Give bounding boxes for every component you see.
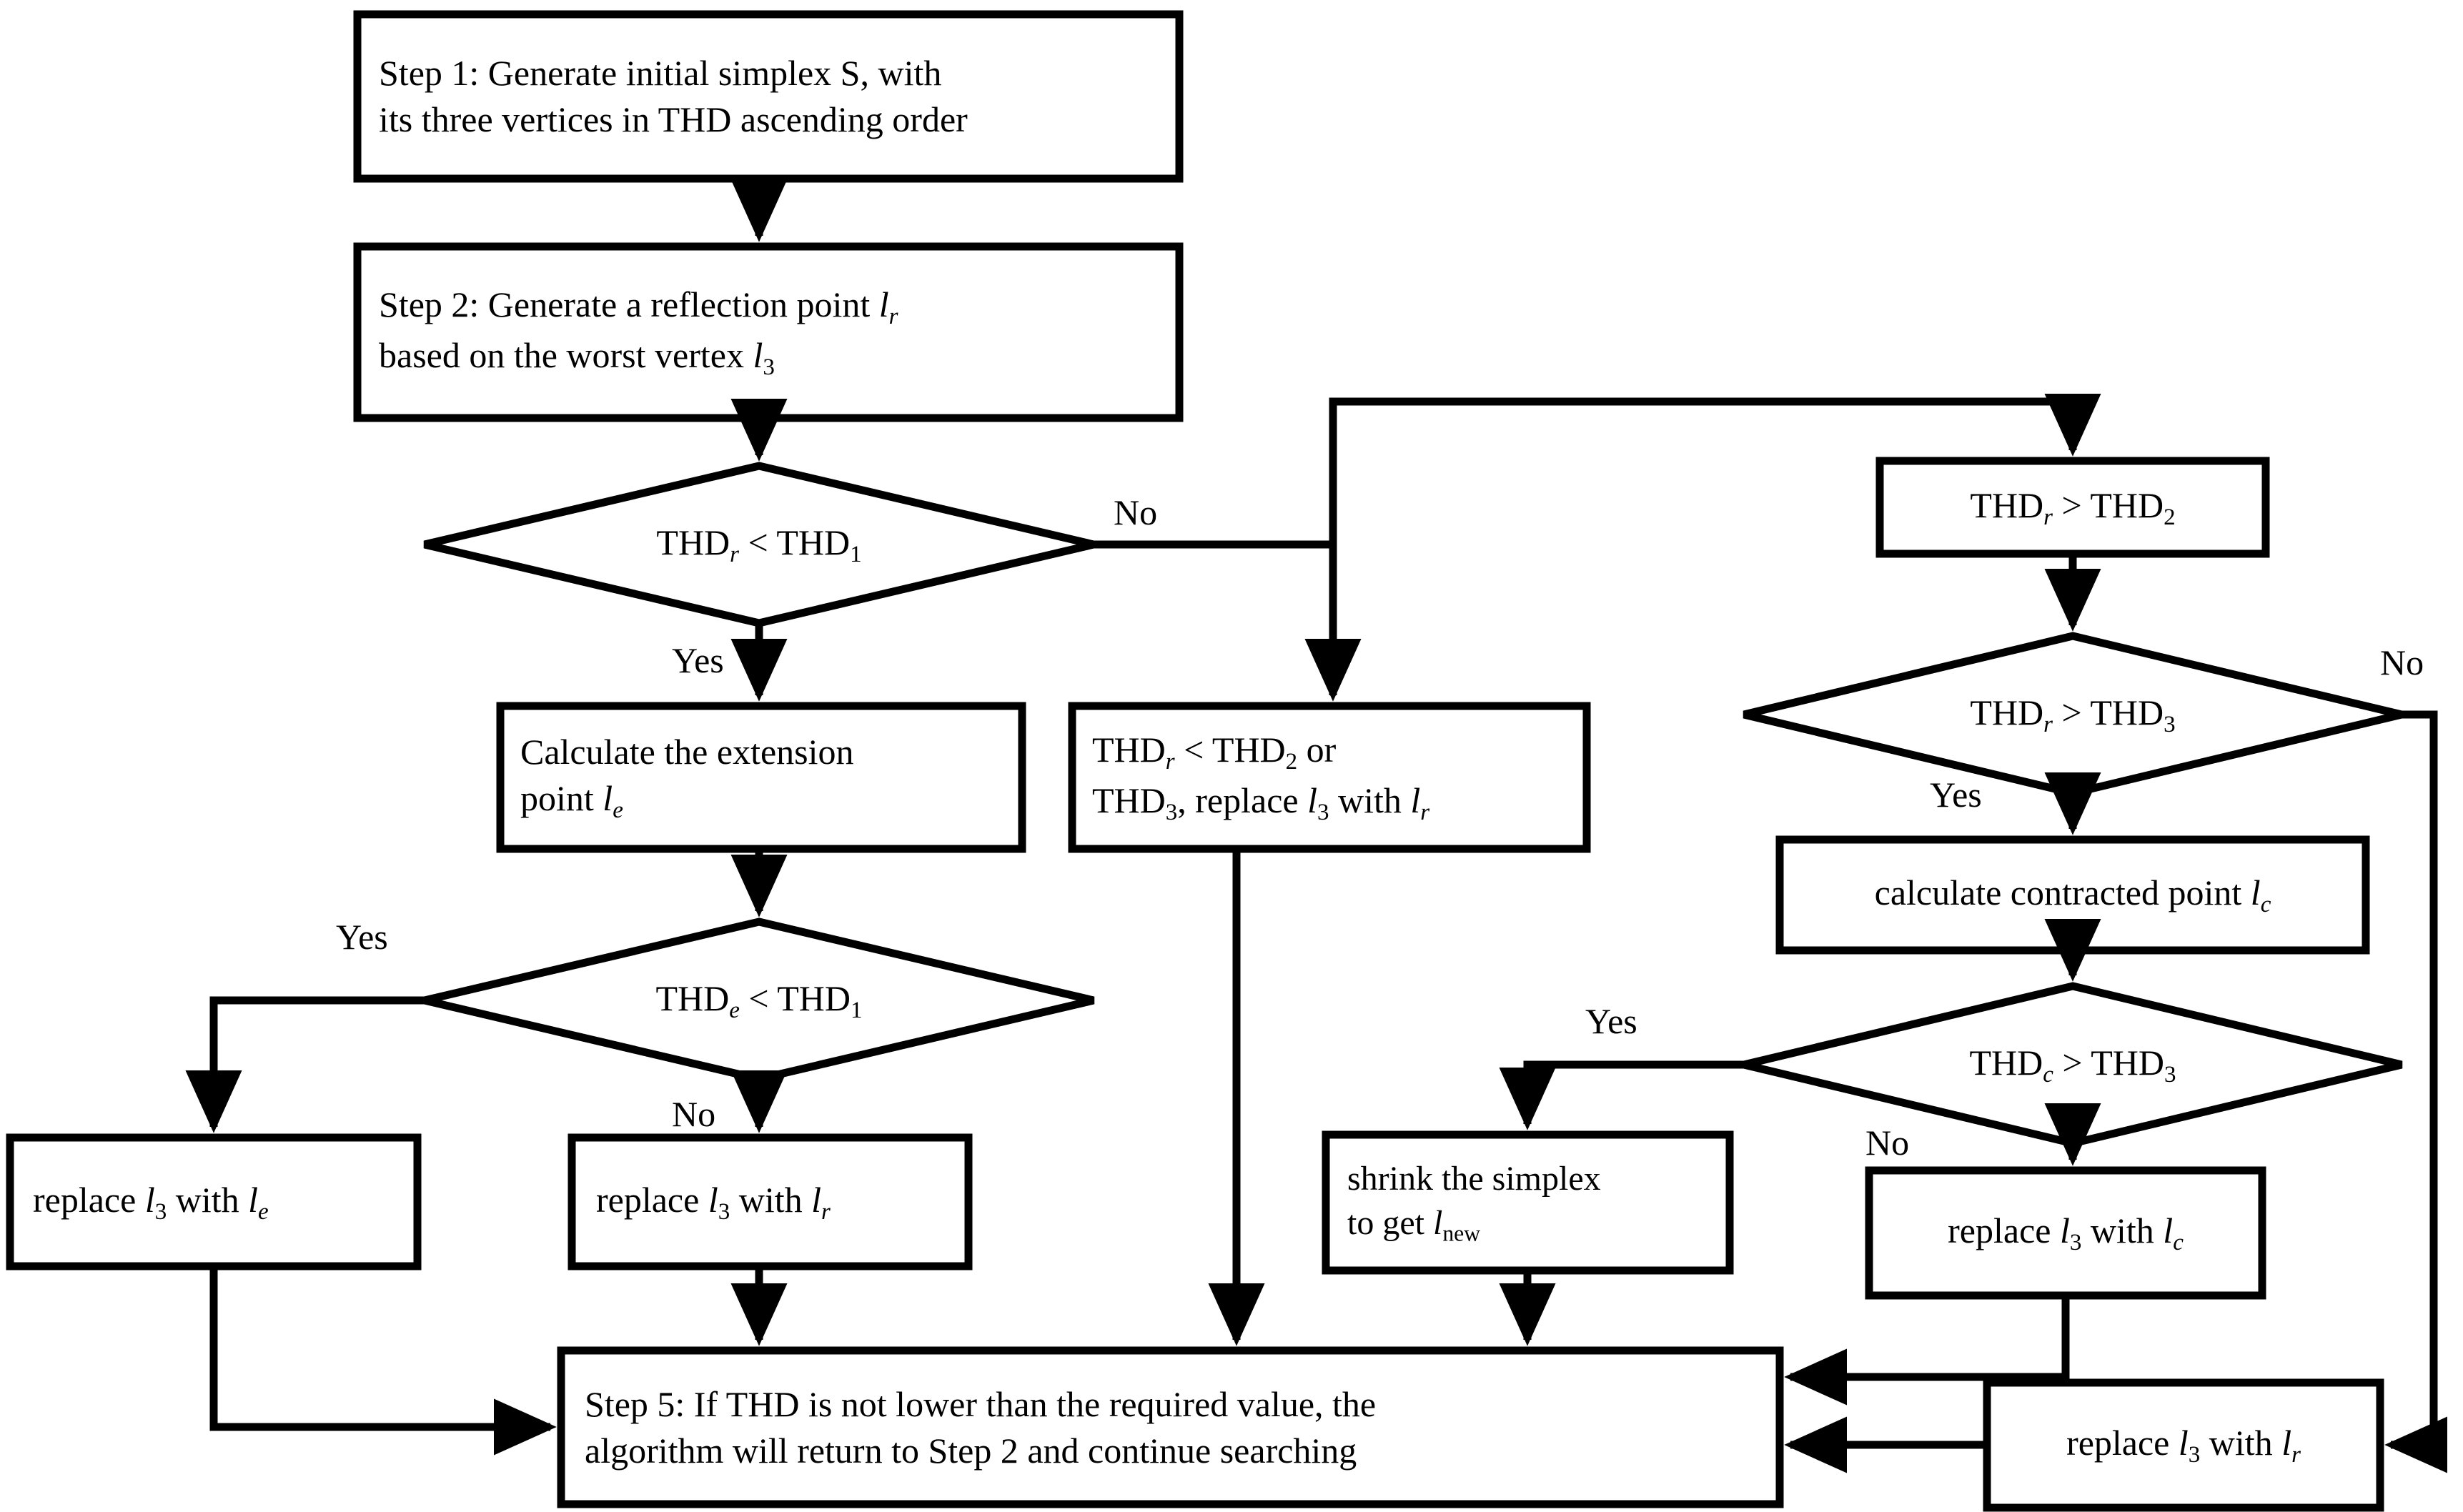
edge-dec3-no-to-replace-lr-right bbox=[2384, 710, 2448, 1473]
node-step5 bbox=[557, 1346, 1784, 1508]
edge-decc-yes-to-shrink bbox=[1499, 1060, 1744, 1130]
edge-replace-lc-to-step5 bbox=[1784, 1295, 2070, 1406]
node-dec-thdr-gt-thd3 bbox=[1743, 632, 2403, 797]
edge-label-no-decc: No bbox=[1865, 1123, 1910, 1163]
node-shrink-simplex bbox=[1322, 1130, 1734, 1275]
node-replace-l3-lc bbox=[1865, 1166, 2266, 1300]
edge-replace-le-to-step5 bbox=[209, 1266, 557, 1456]
edge-label-yes-dec3: Yes bbox=[1930, 775, 1982, 815]
edge-label-yes-decc: Yes bbox=[1585, 1001, 1637, 1041]
edge-label-yes-dec1: Yes bbox=[672, 640, 724, 680]
node-dec-thdr-lt-thd1 bbox=[423, 462, 1095, 627]
node-calc-extension bbox=[496, 702, 1026, 853]
node-box-thdr-gt-thd2 bbox=[1875, 457, 2270, 558]
edge-label-no-dec3: No bbox=[2380, 642, 2424, 682]
node-dec-thdc-gt-thd3 bbox=[1743, 982, 2403, 1148]
node-step2 bbox=[353, 242, 1184, 422]
node-replace-l3-le bbox=[6, 1133, 422, 1270]
node-replace-l3-lr-right bbox=[1983, 1378, 2384, 1512]
node-mid-replace bbox=[1068, 702, 1591, 853]
edge-dec1-no-up-to-box bbox=[1094, 393, 2101, 549]
node-dec-thde-lt-thd1 bbox=[423, 917, 1095, 1083]
node-replace-l3-lr-left bbox=[568, 1133, 973, 1270]
edge-dece-yes-to-replace-le bbox=[185, 996, 425, 1133]
node-calc-contracted bbox=[1775, 835, 2370, 955]
edge-label-no-dece: No bbox=[672, 1094, 716, 1134]
edge-label-no-dec1: No bbox=[1114, 492, 1158, 532]
edge-label-yes-dece: Yes bbox=[336, 917, 388, 957]
node-step1 bbox=[353, 10, 1184, 183]
